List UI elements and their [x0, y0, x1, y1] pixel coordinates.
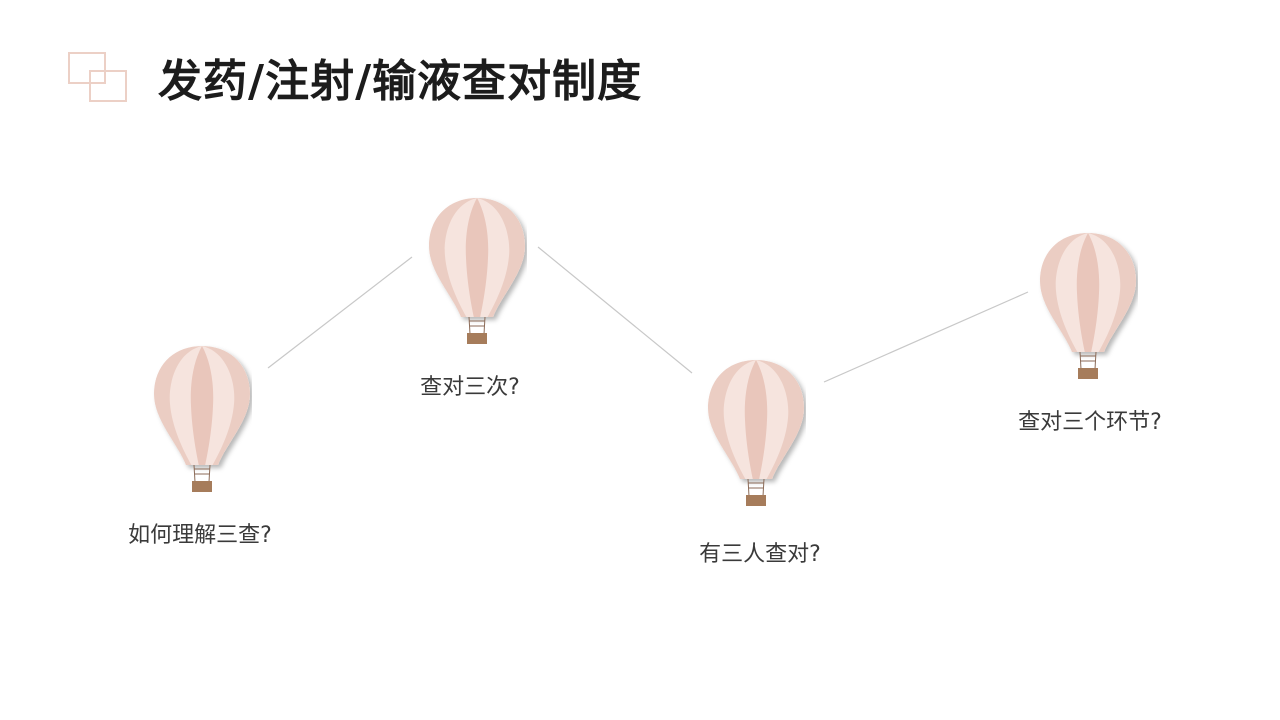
hot-air-balloon-icon: [152, 344, 252, 494]
balloon-label-4: 查对三个环节?: [1018, 410, 1162, 435]
overlapping-squares-icon: [68, 52, 132, 104]
connector-line-3: [823, 291, 1029, 383]
hot-air-balloon-icon: [1038, 231, 1138, 381]
page-title: 发药/注射/输液查对制度: [158, 56, 643, 107]
balloon-label-2: 查对三次?: [420, 375, 520, 400]
hot-air-balloon-icon: [706, 358, 806, 508]
connector-line-1: [267, 256, 413, 369]
hot-air-balloon-icon: [427, 196, 527, 346]
connector-line-2: [537, 246, 693, 374]
balloon-label-3: 有三人查对?: [699, 542, 821, 567]
balloon-label-1: 如何理解三查?: [128, 523, 272, 548]
